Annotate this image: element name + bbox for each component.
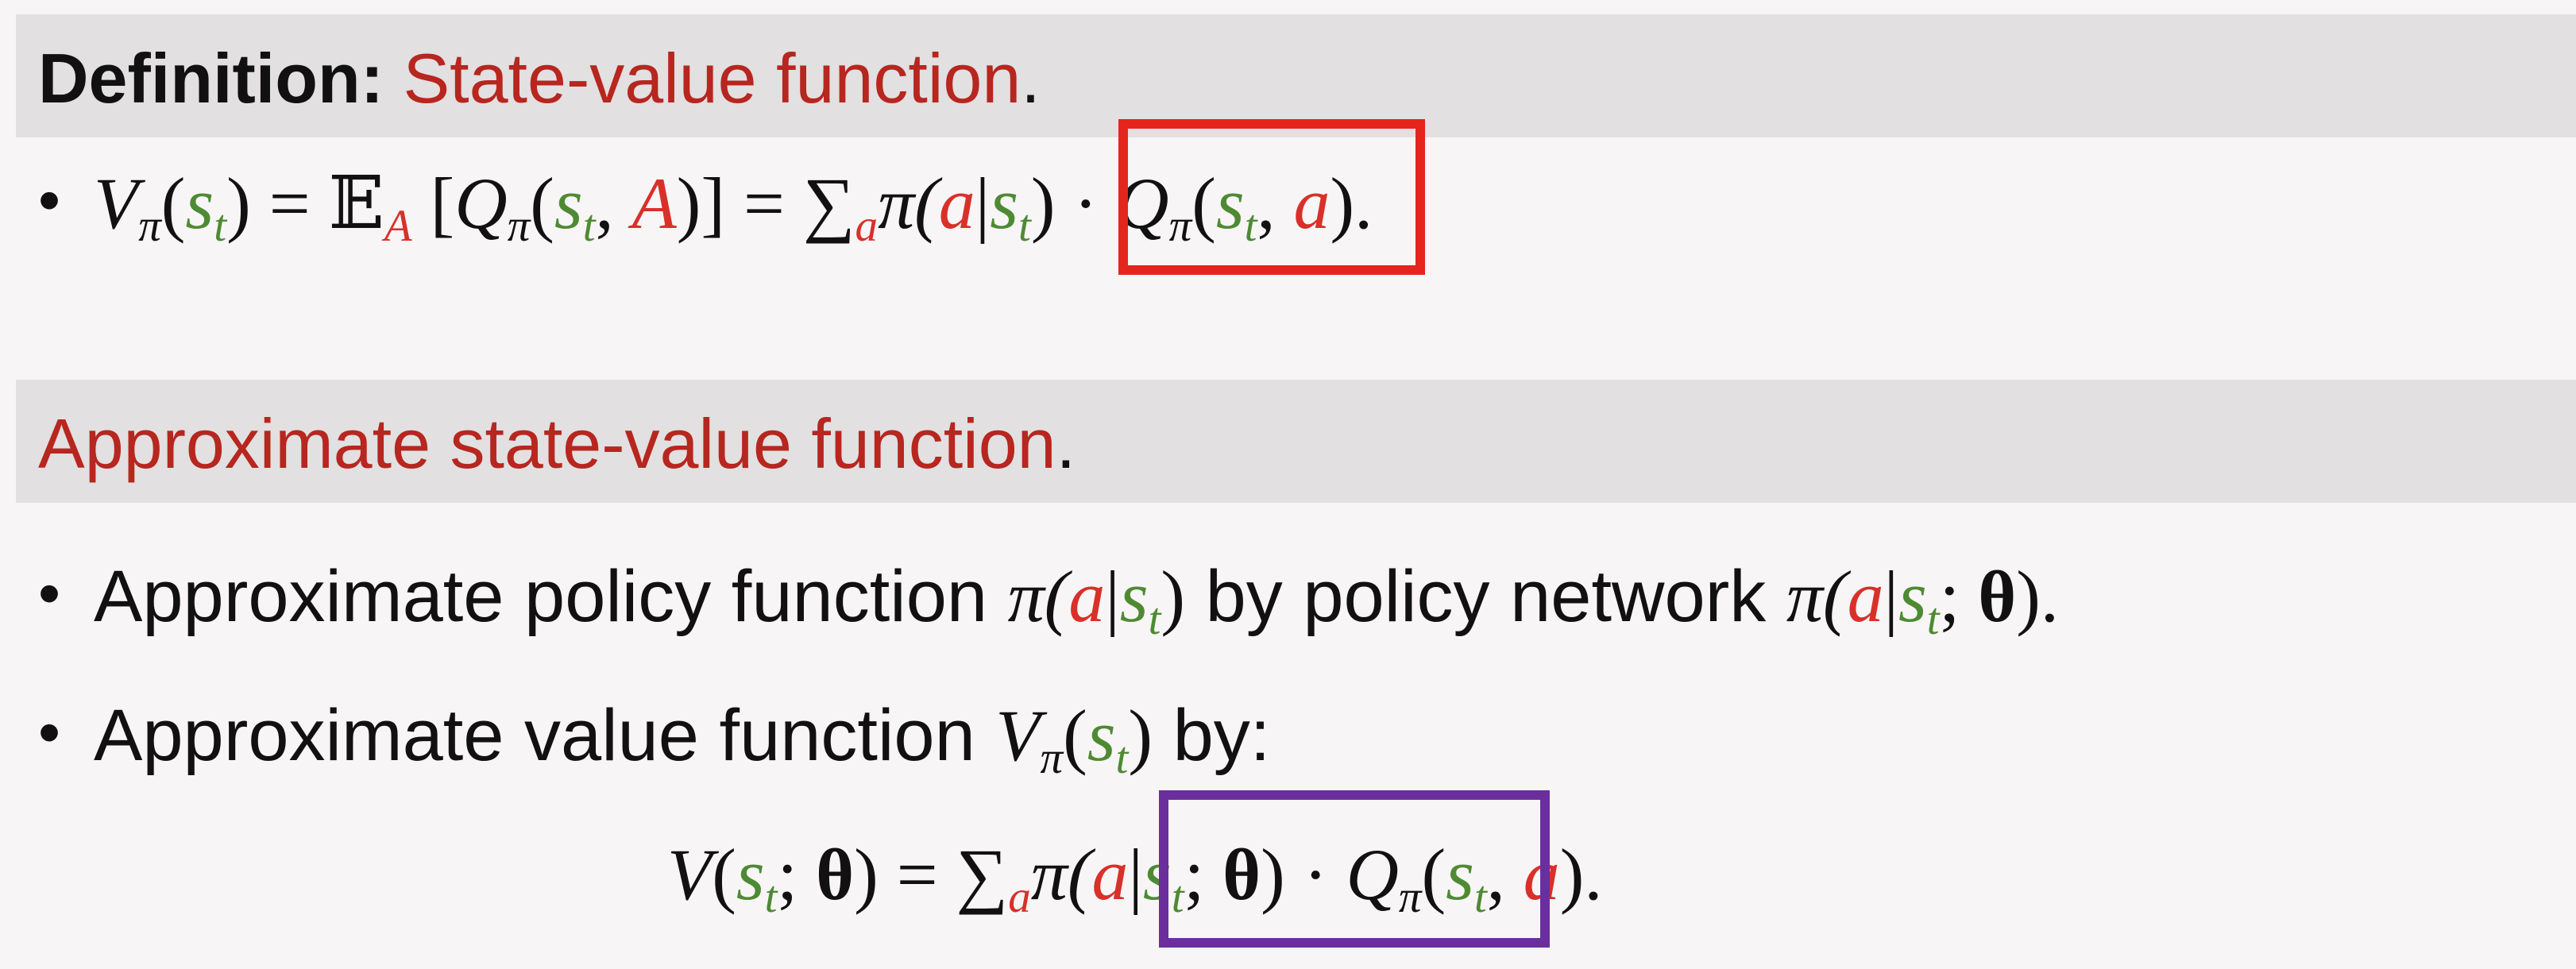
s-var: s [990,163,1019,244]
value-approx-text: Approximate value function [94,695,996,776]
t-sub: t [1148,593,1161,644]
semicolon: ; [777,834,817,915]
comma: , [595,163,632,244]
s-var: s [1087,695,1116,776]
dot: · [1284,834,1346,915]
paren: ( [1063,695,1087,776]
theta: θ [1222,834,1261,915]
policy-network-highlight-box-purple [1159,790,1550,948]
pi-sub: π [1398,871,1422,922]
paren: ) [1128,695,1153,776]
v-symbol: V [94,163,139,244]
t-sub: t [582,200,596,251]
s-var: s [1446,834,1474,915]
sum-symbol: ∑ [956,834,1009,915]
pi-sub: π [138,200,161,251]
bullet-1: • [38,164,61,235]
dot: · [1055,163,1117,244]
t-sub: t [1171,871,1184,922]
comma: , [1257,163,1294,244]
definition-label: Definition: [38,39,384,118]
policy-highlight-box-red [1118,119,1425,275]
paren: ) [1261,834,1285,915]
pi-policy: π( [1786,556,1848,637]
q-symbol: Q [454,163,508,244]
end: ). [2016,556,2059,637]
v-symbol: V [995,695,1041,776]
a-var: a [1068,556,1106,637]
bullet-2: • [38,558,61,628]
approximate-heading: Approximate state-value function. [38,409,1076,479]
definition-heading: Definition: State-value function. [38,44,1041,114]
paren: ( [160,163,186,244]
a-sub: a [855,200,879,251]
theta: θ [816,834,855,915]
paren: ( [1421,834,1446,915]
theta: θ [1978,556,2017,637]
policy-network-text: by policy network [1185,556,1786,637]
value-approx-line: • Approximate value function Vπ(st) by: [38,697,1270,781]
bar: | [1128,834,1143,915]
semicolon: ; [1184,834,1223,915]
a-var: a [1293,163,1330,244]
a-sub: A [384,200,412,251]
sum-symbol: ∑ [802,163,855,244]
definition-title: State-value function [403,39,1022,118]
t-sub: t [1018,200,1031,251]
pi-sub: π [1040,732,1064,783]
equals: ) = [854,834,956,915]
v-symbol: V [667,834,713,915]
approximate-header-band [16,380,2576,503]
t-sub: t [1115,732,1129,783]
bar: | [1105,556,1120,637]
s-var: s [1215,163,1245,244]
s-var: s [1119,556,1149,637]
equals: ) = [226,163,329,244]
comma: , [1486,834,1524,915]
pi-sub: π [507,200,531,251]
bullet-3: • [38,697,61,767]
pi-policy: π( [1007,556,1069,637]
paren: ) [1030,163,1056,244]
paren: ( [1191,163,1216,244]
approximate-title: Approximate state-value function [38,404,1056,483]
pi-sub: π [1168,200,1192,251]
s-var: s [736,834,765,915]
definition-period: . [1021,39,1041,118]
paren: ) [1161,556,1186,637]
bracket: [ [411,163,455,244]
paren: ( [530,163,554,244]
s-var: s [554,163,583,244]
end: ). [1559,834,1603,915]
t-sub: t [1473,871,1487,922]
definition-header-band [16,14,2576,137]
a-sub: a [1008,871,1031,922]
q-symbol: Q [1346,834,1399,915]
paren: ( [712,834,736,915]
t-sub: t [764,871,778,922]
policy-approx-line: •Approximate policy function π(a|st) by … [38,558,2059,642]
a-var: a [1847,556,1884,637]
by-text: by: [1153,695,1271,776]
policy-approx-text: Approximate policy function [94,556,1008,637]
t-sub: t [214,200,227,251]
t-sub: t [1244,200,1257,251]
semicolon: ; [1939,556,1979,637]
pi-policy: π( [878,163,939,244]
t-sub: t [1926,593,1940,644]
a-var: a [938,163,975,244]
bar: | [1883,556,1898,637]
state-value-formula: •Vπ(st) = 𝔼A [Qπ(st, A)] = ∑aπ(a|st) · Q… [38,164,1373,249]
approximate-period: . [1056,404,1076,483]
end: ). [1330,163,1373,244]
s-var: s [1898,556,1927,637]
a-var: a [1091,834,1129,915]
expectation-symbol: 𝔼 [328,163,384,244]
s-var: s [185,163,214,244]
a-var: A [631,163,677,244]
bar: | [975,163,991,244]
pi-policy: π( [1030,834,1092,915]
bracket-equals: )] = [676,163,803,244]
